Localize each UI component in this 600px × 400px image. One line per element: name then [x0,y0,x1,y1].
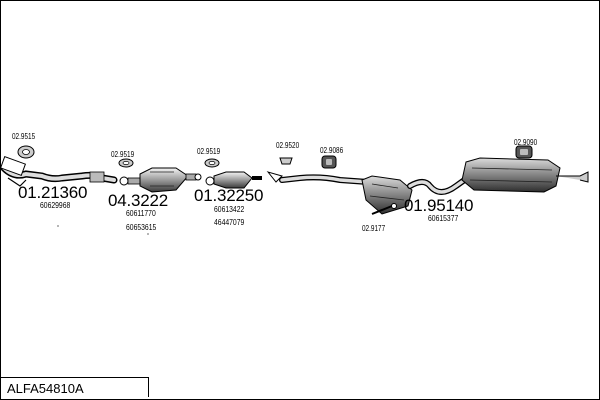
clamp-icon[interactable] [371,203,397,215]
front-pipe[interactable] [0,155,118,187]
hanger-icon[interactable] [266,157,293,183]
middle-pipe[interactable] [279,174,371,185]
part-number: 01.32250 [194,186,264,205]
rubber-mount-icon[interactable] [515,145,533,159]
gasket-icon[interactable] [204,158,220,168]
fitting-label: 02.9090 [514,138,538,147]
fitting-label: 02.9519 [197,147,221,156]
fitting-label: 02.9520 [276,141,300,150]
oem-number: 46447079 [214,218,245,227]
gasket-icon[interactable] [17,145,35,159]
catalytic-converter[interactable] [119,167,202,193]
part-number: 04.3222 [108,191,169,210]
fitting-label: 02.9086 [320,146,344,155]
intermediate-pipe[interactable] [205,171,262,189]
oem-number: 60611770 [126,209,156,218]
oem-number: 60629968 [40,201,71,210]
oem-number: 60613422 [214,205,245,214]
oem-number: 60615377 [428,214,459,223]
rear-muffler[interactable] [461,157,589,193]
diagram-code: ALFA54810A [7,381,84,396]
fitting-label: 02.9177 [362,224,386,233]
centre-muffler[interactable] [361,173,473,215]
gasket-icon[interactable] [118,158,134,168]
part-number: 01.95140 [404,196,474,215]
oem-number: 60653615 [126,223,157,232]
diagram-code-box: ALFA54810A [1,377,149,397]
rubber-mount-icon[interactable] [321,155,337,169]
dot-mark [57,225,59,227]
part-number: 01.21360 [18,183,88,202]
dot-mark [147,233,149,235]
fitting-label: 02.9515 [12,132,36,141]
fitting-label: 02.9519 [111,150,135,159]
